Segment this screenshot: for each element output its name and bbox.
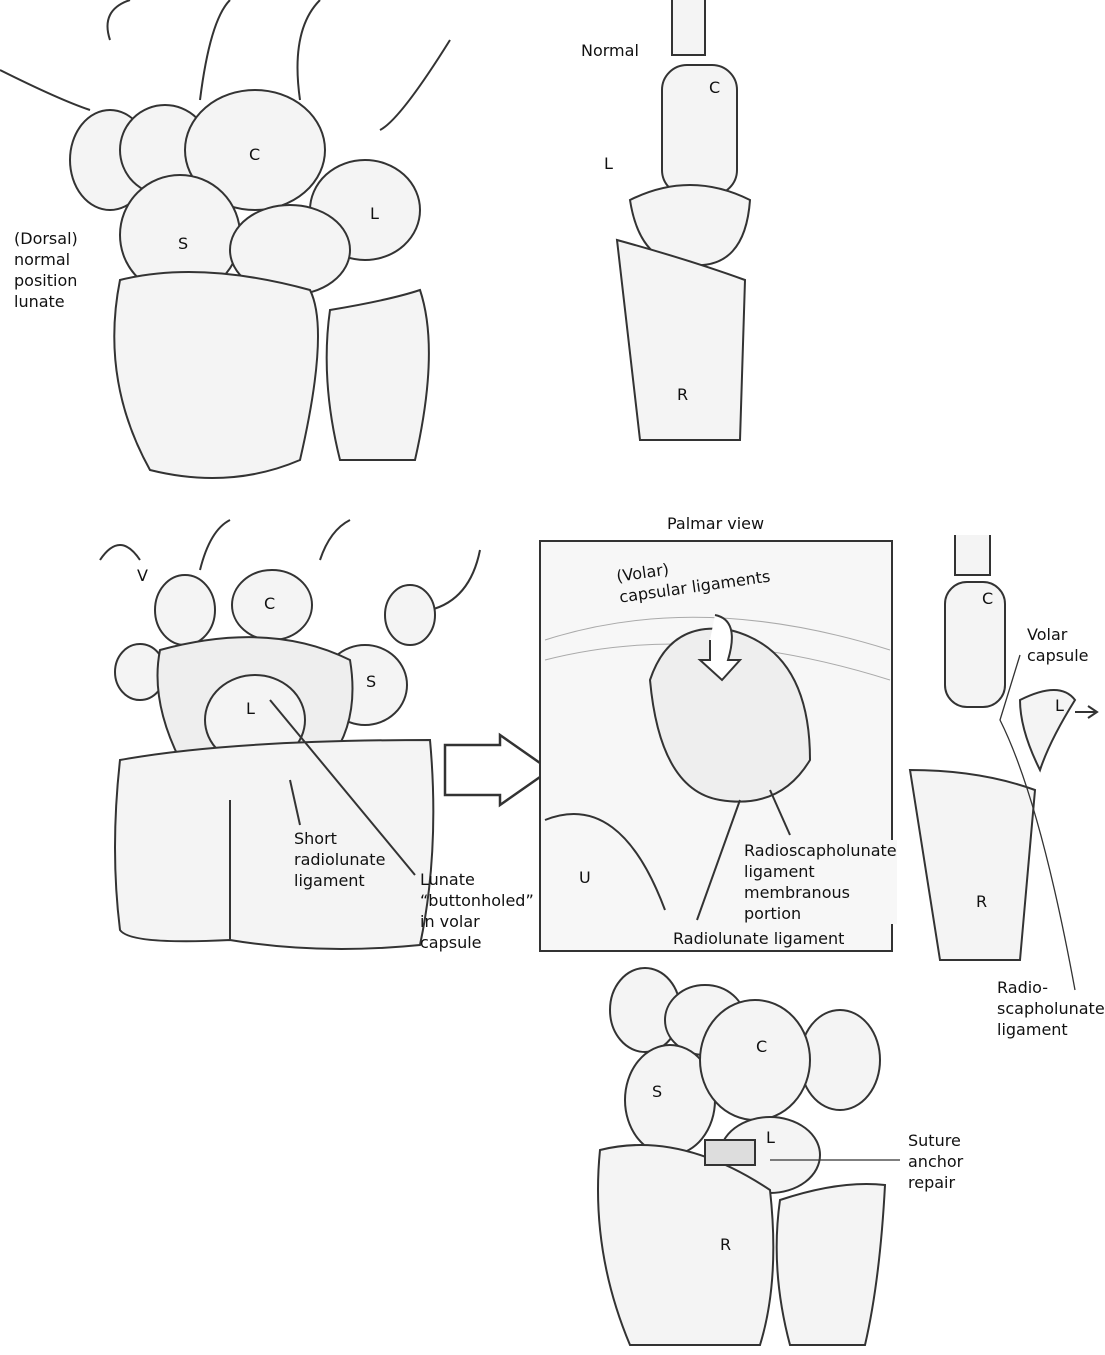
palmar-dislocated-drawing [99,519,481,950]
label-lunate: L [766,1128,775,1147]
label-volar: V [137,566,148,585]
palmar-view-title: Palmar view [667,514,765,533]
label-scaphoid: S [366,672,377,691]
label-capitate: C [249,145,261,164]
label-ulna: U [579,868,591,887]
label-lunate: L [370,204,379,223]
label-radius: R [976,892,988,911]
radiolunate-ligament-label: Radiolunate ligament [673,929,845,948]
label-radius: R [677,385,689,404]
label-capitate: C [709,78,721,97]
dislocated-lateral-drawing [908,535,1099,991]
label-lunate: L [604,154,613,173]
short-radiolunate-ligament-label: Short radiolunate ligament [294,829,386,890]
radioscapholunate-membranous-label: Radioscapholunate ligament membranous po… [744,840,897,924]
label-radius: R [720,1235,732,1254]
arrow-right-icon [443,732,553,808]
radioscapholunate-ligament-label: Radio- scapholunate ligament [997,978,1105,1039]
label-scaphoid: S [652,1082,663,1101]
dorsal-caption: (Dorsal) normal position lunate [14,229,78,311]
normal-lateral-drawing [615,0,752,441]
dorsal-wrist-drawing [0,0,451,479]
suture-anchor-repair-label: Suture anchor repair [908,1131,964,1192]
label-capitate: C [982,589,994,608]
normal-title: Normal [581,41,639,60]
label-capitate: C [756,1037,768,1056]
label-scaphoid: S [178,234,189,253]
repair-drawing [597,967,900,1346]
label-lunate: L [1055,696,1064,715]
label-capitate: C [264,594,276,613]
volar-capsule-label: Volar capsule [1027,625,1089,665]
lunate-buttonholed-label: Lunate “buttonholed” in volar capsule [420,870,534,952]
label-lunate: L [246,699,255,718]
